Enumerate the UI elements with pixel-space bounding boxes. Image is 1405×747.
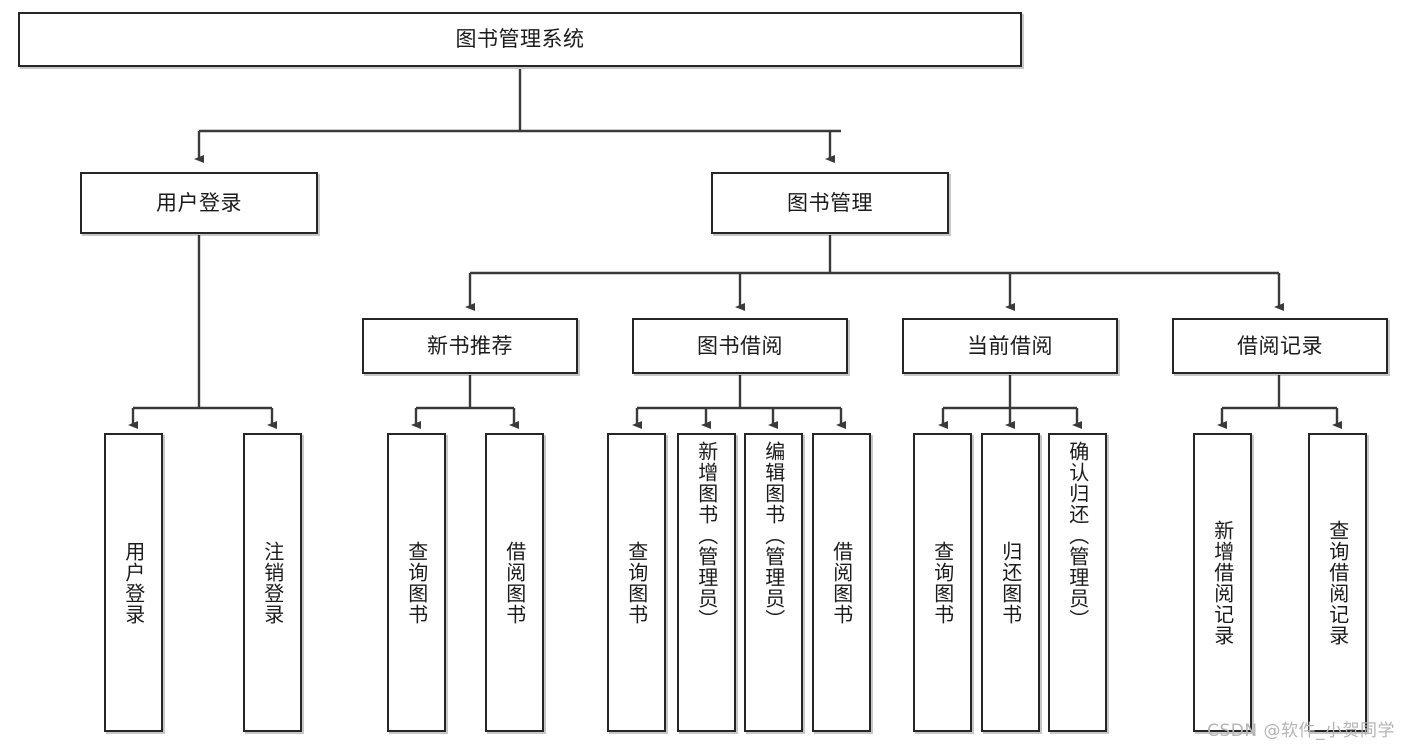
node-book-borrow[interactable]: 图书借阅 [632, 318, 848, 374]
node-new-book-recommend[interactable]: 新书推荐 [362, 318, 578, 374]
leaf-return-book[interactable]: 归还图书 [981, 433, 1040, 732]
node-book-management[interactable]: 图书管理 [711, 172, 949, 234]
node-root[interactable]: 图书管理系统 [18, 12, 1022, 67]
leaf-borrow-book-2-label: 借阅图书 [829, 540, 854, 625]
node-new-book-recommend-label: 新书推荐 [427, 333, 513, 358]
node-borrow-record-label: 借阅记录 [1237, 333, 1323, 358]
node-borrow-record[interactable]: 借阅记录 [1172, 318, 1388, 374]
watermark-text: CSDN @软件_小贺同学 [1207, 721, 1395, 741]
leaf-user-login[interactable]: 用户登录 [104, 433, 163, 732]
leaf-add-book-label: 新增图书（管理员） [694, 441, 719, 630]
leaf-confirm-return[interactable]: 确认归还（管理员） [1048, 433, 1107, 732]
leaf-return-book-label: 归还图书 [998, 540, 1023, 625]
leaf-borrow-book-2[interactable]: 借阅图书 [812, 433, 871, 732]
leaf-edit-book-label: 编辑图书（管理员） [761, 441, 786, 630]
node-book-management-label: 图书管理 [787, 190, 873, 215]
leaf-query-borrow-record[interactable]: 查询借阅记录 [1308, 433, 1367, 732]
leaf-query-book-3[interactable]: 查询图书 [913, 433, 972, 732]
node-user-login-label: 用户登录 [156, 190, 242, 215]
leaf-user-login-label: 用户登录 [121, 540, 146, 625]
leaf-confirm-return-label: 确认归还（管理员） [1065, 441, 1090, 630]
node-current-borrow-label: 当前借阅 [967, 333, 1053, 358]
node-current-borrow[interactable]: 当前借阅 [902, 318, 1118, 374]
leaf-query-book-3-label: 查询图书 [930, 540, 955, 625]
leaf-add-book[interactable]: 新增图书（管理员） [677, 433, 736, 732]
node-root-label: 图书管理系统 [455, 27, 585, 52]
node-user-login[interactable]: 用户登录 [80, 172, 318, 234]
leaf-query-borrow-record-label: 查询借阅记录 [1325, 519, 1350, 646]
leaf-add-borrow-record-label: 新增借阅记录 [1210, 519, 1235, 646]
leaf-logout-login[interactable]: 注销登录 [243, 433, 302, 732]
leaf-query-book-1[interactable]: 查询图书 [387, 433, 446, 732]
leaf-query-book-1-label: 查询图书 [404, 540, 429, 625]
leaf-query-book-2[interactable]: 查询图书 [607, 433, 666, 732]
node-book-borrow-label: 图书借阅 [697, 333, 783, 358]
leaf-add-borrow-record[interactable]: 新增借阅记录 [1193, 433, 1252, 732]
leaf-edit-book[interactable]: 编辑图书（管理员） [744, 433, 803, 732]
leaf-borrow-book-1[interactable]: 借阅图书 [485, 433, 544, 732]
leaf-logout-login-label: 注销登录 [260, 540, 285, 625]
leaf-borrow-book-1-label: 借阅图书 [502, 540, 527, 625]
leaf-query-book-2-label: 查询图书 [624, 540, 649, 625]
